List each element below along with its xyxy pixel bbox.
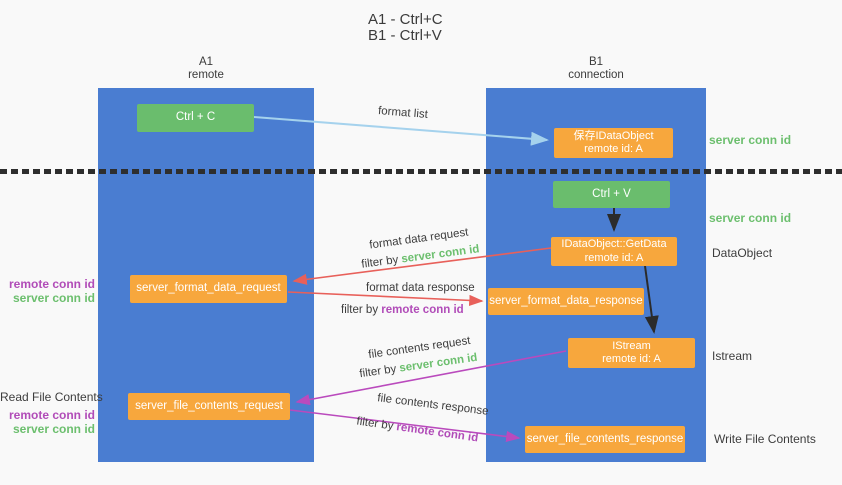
server-file-contents-request-box: server_file_contents_request (128, 393, 290, 420)
lane-header-a1: A1 remote (98, 56, 314, 82)
write-file-contents-label: Write File Contents (714, 432, 816, 446)
istream-line2: remote id: A (602, 353, 661, 365)
filter-by-text: filter by (360, 253, 403, 271)
server-conn-id-right-mid: server conn id (709, 211, 792, 225)
ctrl-v-label: Ctrl + V (592, 187, 631, 200)
dotted-divider (0, 169, 842, 174)
read-file-contents-label: Read File Contents (0, 390, 103, 404)
getdata-line2: remote id: A (584, 251, 644, 264)
filter-by-text: filter by (341, 304, 382, 316)
remote-conn-id-text: remote conn id (395, 421, 479, 445)
format-list-label: format list (377, 105, 429, 121)
dataobject-label: DataObject (712, 246, 773, 260)
remote-conn-id-left-bottom: remote conn id (8, 408, 95, 422)
istream-line1: IStream (612, 339, 651, 352)
file-contents-response-label: file contents response (376, 392, 490, 418)
title-line-1: A1 - Ctrl+C (368, 11, 443, 28)
getdata-box: IDataObject::GetData remote id: A (551, 237, 677, 266)
save-idataobject-line2: remote id: A (584, 143, 643, 155)
server-format-data-response-box: server_format_data_response (488, 288, 644, 315)
server-format-data-request-label: server_format_data_request (136, 282, 281, 295)
server-format-data-request-box: server_format_data_request (130, 275, 287, 303)
server-file-contents-response-box: server_file_contents_response (525, 426, 685, 453)
filter-by-remote-conn-id-label-2: filter by remote conn id (356, 416, 479, 445)
lane-header-b1: B1 connection (486, 56, 706, 82)
ctrl-c-box: Ctrl + C (137, 104, 254, 132)
save-idataobject-box: 保存IDataObject remote id: A (554, 128, 673, 158)
left-conn-id-group-top: remote conn id server conn id (0, 277, 95, 305)
diagram-title: A1 - Ctrl+C B1 - Ctrl+V (368, 12, 443, 44)
server-file-contents-request-label: server_file_contents_request (135, 399, 283, 412)
istream-side-label: Istream (712, 349, 753, 363)
ctrl-v-box: Ctrl + V (553, 181, 670, 208)
server-conn-id-left-bottom: server conn id (12, 422, 95, 436)
filter-by-text: filter by (358, 362, 401, 381)
filter-by-text: filter by (355, 415, 398, 434)
format-data-response-label: format data response (366, 282, 475, 294)
remote-conn-id-left-top: remote conn id (8, 277, 95, 291)
save-idataobject-line1: 保存IDataObject (573, 129, 654, 142)
server-format-data-response-label: server_format_data_response (489, 294, 643, 307)
server-conn-id-right-top: server conn id (709, 133, 792, 147)
lane-a1-name: A1 (198, 56, 214, 68)
left-conn-id-group-bottom: remote conn id server conn id (0, 408, 95, 436)
remote-conn-id-text: remote conn id (381, 304, 464, 316)
lane-b1-subtitle: connection (568, 69, 624, 81)
server-conn-id-left-top: server conn id (12, 291, 95, 305)
getdata-line1: IDataObject::GetData (561, 238, 667, 250)
lane-a1-subtitle: remote (188, 69, 224, 81)
istream-box: IStream remote id: A (568, 338, 695, 368)
title-line-2: B1 - Ctrl+V (368, 27, 442, 44)
server-file-contents-response-label: server_file_contents_response (526, 432, 684, 445)
filter-by-remote-conn-id-label-1: filter by remote conn id (341, 304, 464, 316)
ctrl-c-label: Ctrl + C (175, 111, 216, 124)
server-conn-id-text: server conn id (400, 243, 481, 266)
lane-b1-name: B1 (588, 56, 604, 68)
